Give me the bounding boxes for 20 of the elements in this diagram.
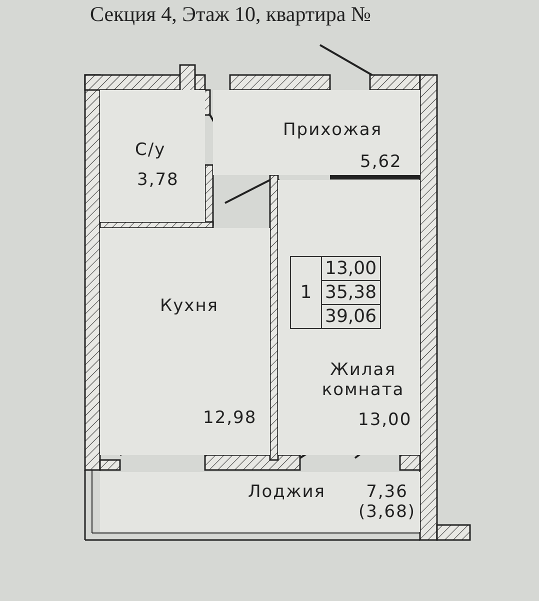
room-area-value: 12,98 [203, 408, 257, 428]
room-name: С/у [135, 140, 166, 160]
room-area [100, 228, 270, 455]
room-area [213, 90, 420, 175]
table-cell: 1 [290, 256, 322, 328]
room-area-value: 3,78 [137, 170, 179, 190]
table-cell: 13,00 [322, 256, 380, 280]
table-cell: 39,06 [322, 304, 380, 328]
room-area-value: 13,00 [358, 410, 412, 430]
room-name: Прихожая [283, 120, 382, 140]
room-area [278, 180, 420, 455]
room-area [100, 472, 420, 532]
room-area [100, 90, 205, 222]
room-name: Жилая комната [320, 360, 406, 400]
room-area-value: 7,36 (3,68) [357, 482, 417, 522]
room-area-value: 5,62 [360, 152, 402, 172]
plan-title: Секция 4, Этаж 10, квартира № [90, 2, 371, 27]
room-name: Лоджия [248, 482, 326, 502]
table-cell: 35,38 [322, 280, 380, 304]
room-name: Кухня [160, 296, 219, 316]
